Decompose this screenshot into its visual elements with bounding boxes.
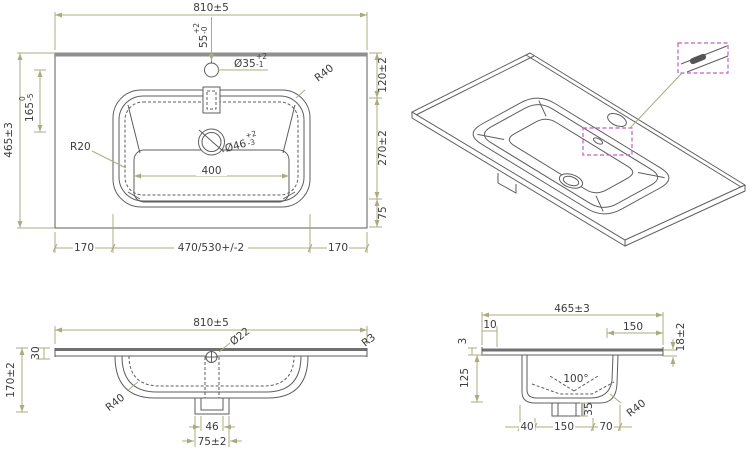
side-waste-stub — [551, 402, 583, 417]
front-bowl-radius-dim: R40 — [103, 392, 127, 414]
front-edge-radius-dim: R3 — [360, 331, 378, 349]
drain-offset-lower: -5 — [26, 93, 35, 101]
plan-depth-dim: 465±3 — [3, 122, 15, 158]
side-back-deck-dim: 150 — [623, 321, 643, 333]
faucet-hole — [204, 62, 219, 78]
plan-right-margin-dim: 170 — [328, 242, 348, 254]
iso-basin — [472, 97, 670, 215]
iso-overflow-hole — [592, 137, 604, 145]
plan-bowl-to-front-dim: 75 — [377, 206, 389, 219]
faucet-offset-upper: +2 — [192, 23, 201, 34]
faucet-dia-upper: +2 — [256, 52, 267, 61]
side-bowl-radius-dim: R40 — [625, 397, 649, 419]
plan-back-to-bowl-dim: 120±2 — [377, 57, 389, 93]
front-total-height-dim: 170±2 — [5, 362, 17, 398]
side-bottom-middle-dim: 150 — [554, 421, 574, 433]
side-bottom-back-dim: 70 — [599, 421, 612, 433]
detail-overflow-slot — [689, 53, 707, 65]
front-part-outline — [54, 348, 368, 415]
side-view: 465±3 10 3 125 150 18±2 100° 35 R40 40 1… — [457, 303, 687, 433]
side-front-overhang-dim: 10 — [483, 319, 496, 331]
front-apron-height-dim: 30 — [30, 346, 42, 359]
side-waste-height-dim: 35 — [583, 402, 595, 415]
side-dimension-lines — [468, 312, 677, 432]
front-width-dim: 810±5 — [193, 317, 229, 329]
plan-drain-offset-dim: 165 0 -5 — [18, 93, 36, 122]
plan-view: 810±5 465±3 55 +2 -0 Ø35 +2 -1 165 0 -5 … — [3, 2, 389, 254]
faucet-dia-lower: -1 — [256, 60, 264, 69]
plan-faucet-offset-dim: 55 +2 -0 — [192, 23, 210, 48]
side-part-outline — [481, 347, 664, 417]
side-floor-angle-dim: 100° — [563, 373, 588, 385]
side-front-lip-dim: 3 — [457, 338, 469, 345]
faucet-offset-nominal: 55 — [198, 35, 210, 48]
faucet-offset-lower: -0 — [200, 26, 209, 34]
plan-bowl-bottom-width-dim: 400 — [201, 165, 221, 177]
overflow-detail-callout — [582, 42, 729, 156]
plan-bowl-width-dim: 470/530+/-2 — [178, 242, 244, 254]
callout-source-box — [582, 127, 633, 156]
drain-offset-nominal: 165 — [24, 102, 36, 122]
plan-drain-dia-dim: Ø46 +2 -3 — [224, 129, 258, 155]
callout-detail-box — [677, 42, 729, 74]
iso-faucet-hole — [607, 112, 627, 128]
drain-dia-upper: +2 — [244, 129, 257, 141]
front-hole-dia-dim: Ø22 — [228, 325, 252, 348]
faucet-dia-nominal: Ø35 — [234, 58, 256, 70]
plan-radius-inner-dim: R20 — [70, 141, 91, 153]
front-waste-outer-dim: 75±2 — [198, 436, 227, 448]
plan-bowl-front-depth-dim: 270±2 — [377, 130, 389, 166]
drain-dia-lower: -3 — [246, 137, 256, 148]
plan-dimension-lines — [17, 12, 382, 253]
plan-faucet-dia-dim: Ø35 +2 -1 — [234, 52, 267, 70]
front-waste-stub — [194, 397, 230, 415]
iso-countertop — [410, 52, 747, 247]
front-view: 810±5 Ø22 R3 30 170±2 R40 46 75±2 — [5, 317, 378, 448]
side-bottom-front-dim: 40 — [520, 421, 533, 433]
front-waste-width-dim: 46 — [205, 421, 219, 433]
drain-dia-nominal: Ø46 — [224, 138, 248, 155]
front-dimension-lines — [16, 326, 368, 447]
drain-offset-upper: 0 — [18, 96, 27, 101]
plan-width-dim: 810±5 — [193, 2, 229, 14]
side-depth-dim: 465±3 — [554, 303, 590, 315]
plan-part-outline — [54, 52, 368, 229]
side-top-thickness-dim: 18±2 — [675, 323, 687, 352]
side-bowl-depth-dim: 125 — [459, 368, 471, 388]
plan-left-margin-dim: 170 — [74, 242, 94, 254]
iso-view — [410, 42, 747, 247]
iso-drain-hole — [558, 173, 584, 189]
